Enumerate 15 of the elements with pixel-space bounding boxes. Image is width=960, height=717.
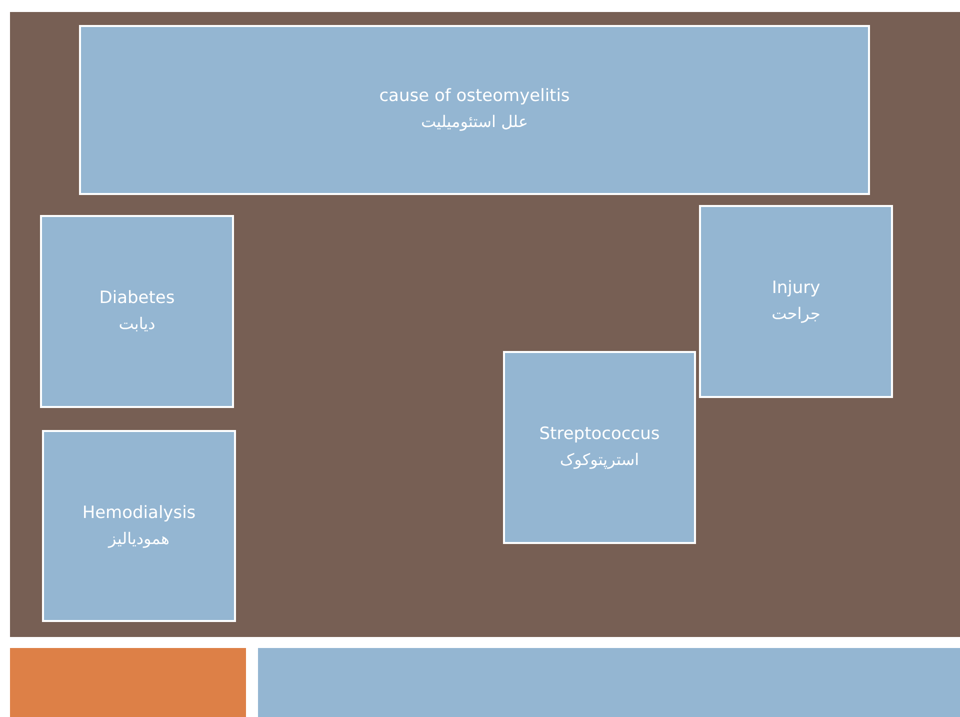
topic-box: [79, 25, 870, 195]
topic-box: [699, 205, 893, 398]
box-heading: Streptococcus: [539, 423, 660, 446]
box-heading: cause of osteomyelitis: [379, 85, 570, 108]
topic-box: [503, 351, 696, 544]
box-heading: Hemodialysis: [82, 502, 196, 525]
box-translation: دیابت: [118, 313, 156, 335]
topic-box: [42, 430, 236, 622]
box-translation: همودیالیز: [108, 528, 170, 550]
topic-box: [40, 215, 234, 408]
box-translation: جراحت: [772, 303, 820, 325]
box-heading: Diabetes: [99, 287, 175, 310]
box-translation: استرپتوکوک: [560, 449, 640, 471]
box-heading: Injury: [772, 277, 820, 300]
box-translation: علل استئومیلیت: [420, 111, 528, 133]
